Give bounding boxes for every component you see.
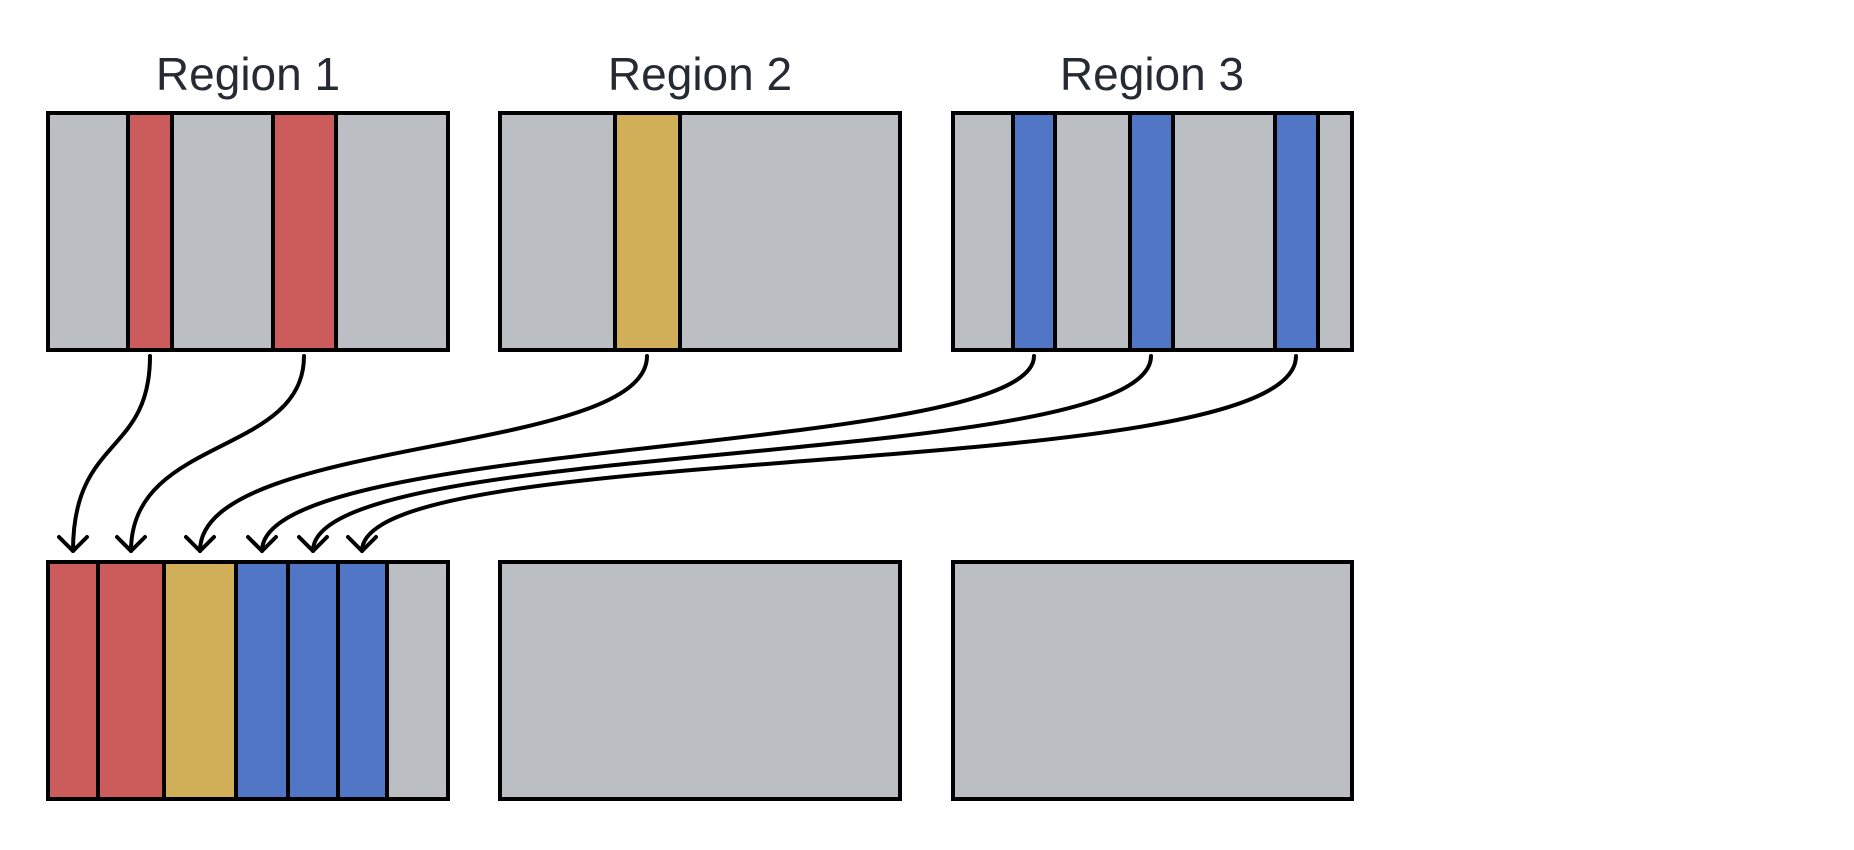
compacted-region-stripe-1-red	[46, 560, 100, 801]
region-1-title: Region 1	[155, 48, 341, 100]
compacted-region-stripe-5-blue	[286, 560, 340, 801]
empty-region-1-box	[498, 560, 902, 801]
region-1-box	[46, 111, 450, 352]
region-3-stripe-3-blue	[1273, 111, 1320, 352]
arrow-4-shaft	[260, 354, 1036, 553]
arrow-4-head-icon	[246, 535, 278, 553]
compacted-region-stripe-3-gold	[162, 560, 238, 801]
region-2-title: Region 2	[607, 48, 793, 100]
arrow-1-head-icon	[57, 535, 89, 553]
region-1-stripe-1-red	[126, 111, 174, 352]
region-2-box	[498, 111, 902, 352]
region-3-stripe-1-blue	[1011, 111, 1057, 352]
arrow-3-shaft	[198, 354, 649, 553]
empty-region-2-box	[951, 560, 1354, 801]
arrow-3-head-icon	[184, 535, 216, 553]
arrow-5-head-icon	[297, 535, 329, 553]
compacted-region-stripe-2-red	[96, 560, 166, 801]
region-2-stripe-1-gold	[613, 111, 682, 352]
arrow-6-head-icon	[346, 535, 378, 553]
region-3-stripe-2-blue	[1128, 111, 1175, 352]
arrow-2-head-icon	[115, 535, 147, 553]
compacted-region-stripe-6-blue	[336, 560, 389, 801]
arrow-5-shaft	[311, 354, 1153, 553]
compacted-region-stripe-4-blue	[234, 560, 290, 801]
arrow-1-shaft	[71, 354, 152, 553]
arrow-2-shaft	[129, 354, 306, 553]
region-1-stripe-2-red	[271, 111, 338, 352]
arrow-6-shaft	[360, 354, 1298, 553]
region-3-title: Region 3	[1059, 48, 1245, 100]
